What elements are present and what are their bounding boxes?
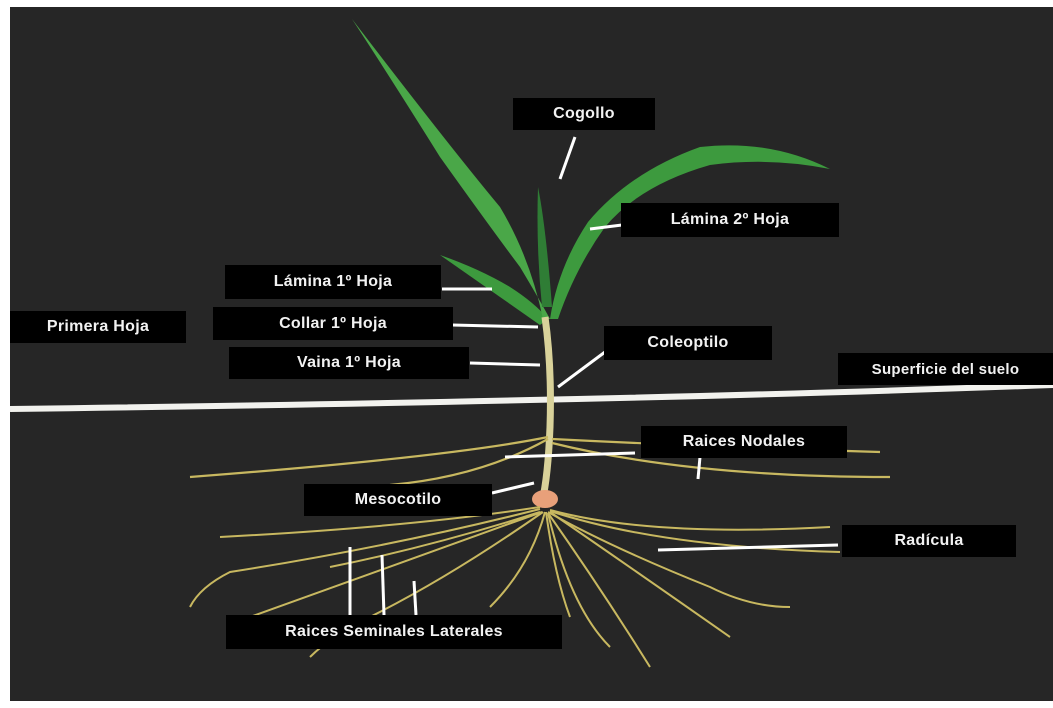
label-vaina-1-hoja: Vaina 1º Hoja [229, 347, 469, 379]
label-collar-1-hoja: Collar 1º Hoja [213, 307, 453, 340]
label-primera-hoja: Primera Hoja [10, 311, 186, 343]
stem [542, 317, 550, 502]
label-radicula: Radícula [842, 525, 1016, 557]
soil-surface-line [10, 385, 1053, 409]
label-raices-nodales: Raices Nodales [641, 426, 847, 458]
label-cogollo: Cogollo [513, 98, 655, 130]
label-superficie-del-suelo: Superficie del suelo [838, 353, 1053, 385]
label-lamina-2-hoja: Lámina 2º Hoja [621, 203, 839, 237]
maize-seedling-photo: Cogollo Lámina 2º Hoja Lámina 1º Hoja Pr… [10, 7, 1053, 701]
label-mesocotilo: Mesocotilo [304, 484, 492, 516]
label-coleoptilo: Coleoptilo [604, 326, 772, 360]
seed [532, 490, 558, 508]
label-lamina-1-hoja: Lámina 1º Hoja [225, 265, 441, 299]
whorl-leaf [538, 187, 553, 307]
label-raices-seminales-laterales: Raices Seminales Laterales [226, 615, 562, 649]
